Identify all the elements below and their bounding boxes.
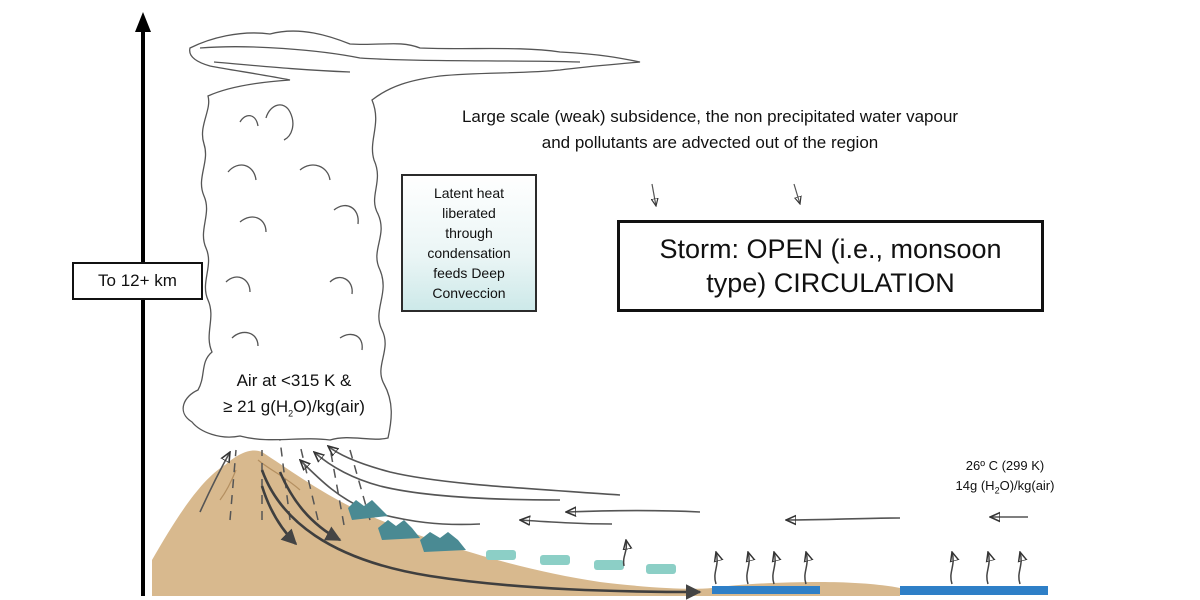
cloud-base-air-label: Air at <315 K & ≥ 21 g(H2O)/kg(air) [196, 368, 392, 426]
evaporation-arrow-icon [773, 552, 775, 585]
evaporation-arrows [624, 540, 1022, 585]
tree-cluster-icon [378, 520, 420, 540]
down-arrow-icon [652, 183, 656, 206]
evaporation-arrow-icon [805, 552, 807, 585]
storm-title: Storm: OPEN (i.e., monsoon type) CIRCULA… [659, 234, 1002, 298]
flow-arrow-icon [786, 518, 901, 520]
flow-arrow-icon [328, 446, 621, 496]
land-terrain [152, 450, 900, 596]
subsidence-note-line2: and pollutants are advected out of the r… [541, 133, 879, 152]
tree-cluster-icon [348, 500, 388, 520]
subsidence-note-line1: Large scale (weak) subsidence, the non p… [461, 107, 959, 126]
height-axis-arrow [135, 12, 151, 596]
tree-cluster-icon [540, 555, 570, 565]
flow-arrow-icon [314, 452, 561, 501]
subsidence-note: Large scale (weak) subsidence, the non p… [330, 104, 1090, 156]
air-label-line2: ≥ 21 g(H2O)/kg(air) [223, 397, 365, 419]
evaporation-arrow-icon [987, 552, 989, 585]
tree-cluster-icon [486, 550, 516, 560]
surface-flow-arrows [260, 469, 702, 600]
water-surface [712, 586, 1048, 595]
up-arrow-icon [135, 12, 151, 32]
flow-arrow-icon [520, 520, 613, 524]
down-arrow-icon [793, 183, 800, 204]
subsidence-arrows [652, 183, 800, 206]
evaporation-arrow-icon [1019, 552, 1021, 585]
height-label: To 12+ km [72, 262, 203, 300]
inflow-arrows [199, 446, 1028, 525]
tree-cluster-icon [646, 564, 676, 574]
surface-label-line2: 14g (H2O)/kg(air) [955, 478, 1055, 496]
storm-title-box: Storm: OPEN (i.e., monsoon type) CIRCULA… [617, 220, 1044, 312]
air-label-line1: Air at <315 K & [236, 371, 352, 390]
surface-conditions-label: 26º C (299 K) 14g (H2O)/kg(air) [920, 456, 1090, 501]
forest-clusters [348, 500, 676, 574]
surface-label-line1: 26º C (299 K) [965, 458, 1045, 473]
evaporation-arrow-icon [747, 552, 749, 585]
latent-heat-text: Latent heat liberated through condensati… [427, 185, 511, 301]
latent-heat-box: Latent heat liberated through condensati… [401, 174, 537, 312]
flow-arrow-icon [566, 511, 701, 513]
tree-cluster-icon [594, 560, 624, 570]
tree-cluster-icon [420, 532, 466, 552]
cumulonimbus-cloud-icon [182, 30, 641, 441]
evaporation-arrow-icon [715, 552, 717, 585]
evaporation-arrow-icon [951, 552, 953, 585]
flow-arrow-icon [199, 452, 230, 513]
evaporation-arrow-icon [624, 540, 627, 567]
